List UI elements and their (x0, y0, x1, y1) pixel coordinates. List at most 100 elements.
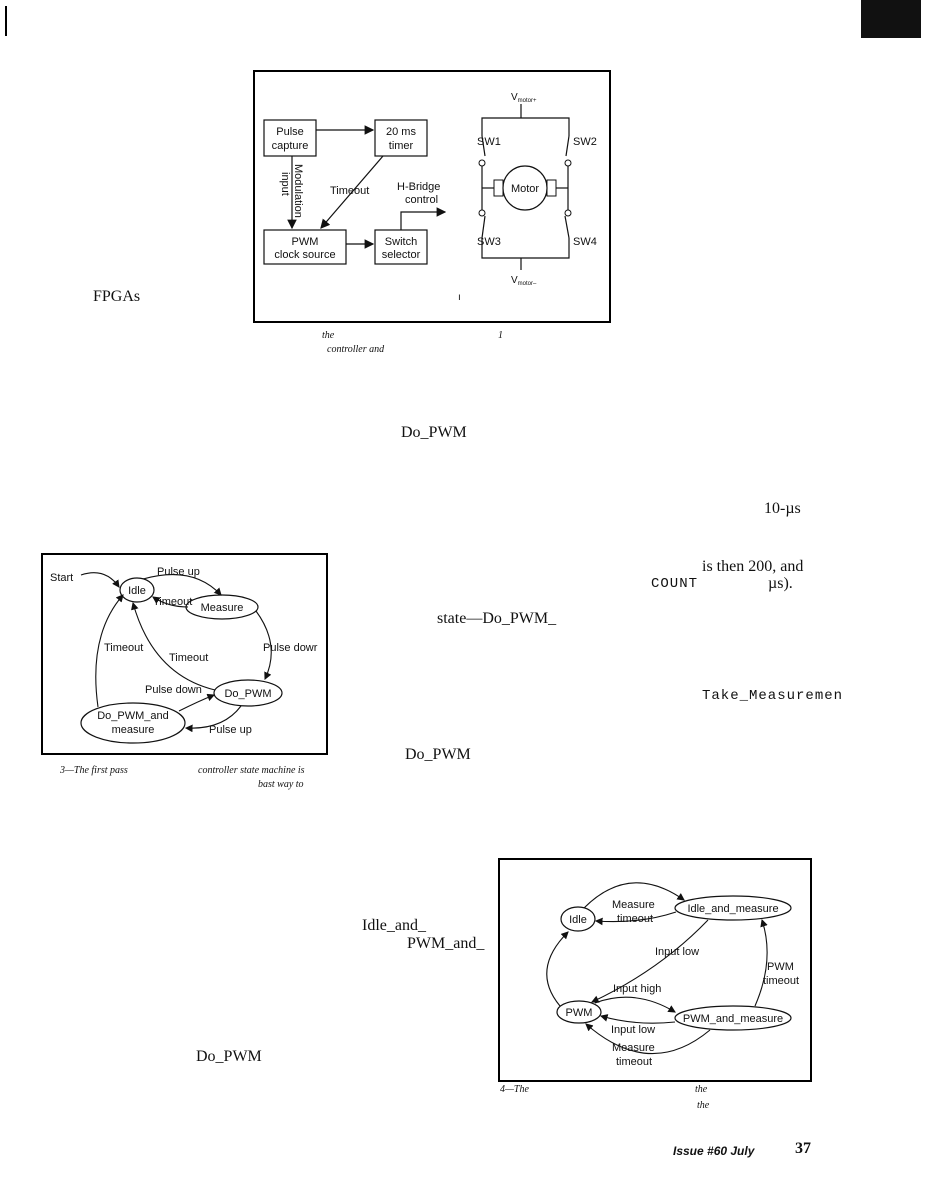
label-timeout-mid: Timeout (169, 652, 208, 664)
state-pwm (556, 1000, 602, 1024)
label-pwm-timeout-2: timeout (763, 975, 799, 987)
label-timeout-upper: Timeout (153, 596, 192, 608)
state-do-pwm-and-measure (80, 702, 186, 744)
timer-line2: timer (389, 140, 414, 152)
switch-selector-line1: Switch (385, 236, 417, 248)
label-dpm-line1: Do_PWM_and (97, 710, 169, 722)
label-idle: Idle (569, 914, 587, 926)
text-us-close: µs). (768, 575, 793, 592)
switch-selector-box (374, 229, 428, 265)
stray-tick: ı (458, 292, 461, 303)
pwm-clock-line1: PWM (292, 236, 319, 248)
text-fpgas: FPGAs (93, 288, 141, 305)
pulse-capture-line2: capture (272, 140, 309, 152)
label-pwm-timeout-1: PWM (767, 961, 794, 973)
corner-thumbnail (861, 0, 921, 38)
pulse-capture-line1: Pulse (276, 126, 304, 138)
modulation-label: Modulation (292, 164, 304, 218)
figure-1-frame: Pulse capture 20 ms timer PWM clock sour… (253, 70, 611, 323)
margin-rule (5, 6, 7, 36)
fig1-caption-frag3: controller and (327, 344, 385, 355)
label-pwm-and-measure: PWM_and_measure (683, 1013, 783, 1025)
timer-line1: 20 ms (386, 126, 416, 138)
label-dpm-line2: measure (112, 724, 155, 736)
label-pulse-down-bottom: Pulse down (145, 684, 202, 696)
footer-issue: Issue #60 July (673, 1144, 755, 1158)
sw1-blade (481, 135, 486, 157)
label-input-high: Input high (613, 983, 661, 995)
fig4-caption-part2: the (695, 1084, 708, 1095)
label-pulse-up-bottom: Pulse up (209, 724, 252, 736)
fig3-caption-part3: bast way to (258, 779, 304, 790)
sw3-blade (481, 215, 486, 239)
label-measure-timeout-bottom-2: timeout (616, 1056, 652, 1068)
text-10us: 10-µs (764, 500, 801, 517)
sw2-contact (564, 159, 572, 167)
text-state-do-pwm: state—Do_PWM_ (437, 610, 557, 627)
label-pulse-up-top: Pulse up (157, 566, 200, 578)
vmotor-minus-label: Vmotor– (511, 275, 537, 287)
label-measure-timeout-top-1: Measure (612, 899, 655, 911)
label-timeout-left: Timeout (104, 642, 143, 654)
label-do-pwm: Do_PWM (224, 688, 271, 700)
sw2-blade (565, 135, 570, 157)
label-input-low-bottom: Input low (611, 1024, 655, 1036)
label-idle-and-measure: Idle_and_measure (687, 903, 778, 915)
text-pwm-and: PWM_and_ (407, 935, 485, 952)
label-start: Start (50, 572, 73, 584)
text-take-measurement: Take_Measuremen (702, 688, 844, 704)
timeout-label: Timeout (330, 185, 369, 197)
bottom-rail (481, 238, 570, 259)
label-pulse-down-right: Pulse dowr (263, 642, 318, 654)
sw3-label: SW3 (477, 236, 501, 248)
hbridge-label-1: H-Bridge (397, 181, 440, 193)
state-idle-and-measure (674, 895, 792, 921)
arrow-timer-to-pwm (320, 155, 384, 229)
hbridge-label-2: control (405, 194, 438, 206)
page-number: 37 (795, 1140, 811, 1157)
state-pwm-and-measure (674, 1005, 792, 1031)
fig1-caption-frag1: the (322, 330, 335, 341)
figure-3-frame: Idle Measure Do_PWM Do_PWM_and measure S… (41, 553, 328, 755)
label-idle: Idle (128, 585, 146, 597)
switch-selector-line2: selector (382, 249, 421, 261)
pwm-clock-box (263, 229, 347, 265)
figure-1-diagram: Pulse capture 20 ms timer PWM clock sour… (263, 92, 597, 303)
sw3-contact (478, 209, 486, 217)
pulse-capture-box (263, 119, 317, 157)
figure-4-frame: Idle Idle_and_measure PWM PWM_and_measur… (498, 858, 812, 1082)
label-input-low-diag: Input low (655, 946, 699, 958)
label-pwm: PWM (566, 1007, 593, 1019)
sw4-blade (564, 215, 570, 239)
sw1-label: SW1 (477, 136, 501, 148)
fig3-caption-part1: 3—The first pass (60, 765, 128, 776)
text-count: COUNT (651, 576, 699, 592)
motor-symbol (502, 165, 548, 211)
state-do-pwm (213, 679, 283, 707)
pwm-clock-line2: clock source (274, 249, 335, 261)
figure-3-diagram: Idle Measure Do_PWM Do_PWM_and measure S… (50, 566, 318, 744)
text-idle-and: Idle_and_ (362, 917, 426, 934)
fig4-caption-part1: 4—The (500, 1084, 529, 1095)
fig3-caption-part2: controller state machine is (198, 765, 305, 776)
vmotor-plus-label: Vmotor+ (511, 92, 537, 104)
sw4-contact (564, 209, 572, 217)
text-do-pwm-2: Do_PWM (405, 746, 471, 763)
sw4-label: SW4 (573, 236, 597, 248)
motor-brush-right (546, 179, 557, 197)
text-do-pwm-1: Do_PWM (401, 424, 467, 441)
text-is-then: is then 200, and (702, 558, 804, 575)
timer-box (374, 119, 428, 157)
figure-4-diagram: Idle Idle_and_measure PWM PWM_and_measur… (546, 882, 799, 1068)
top-rail (481, 117, 570, 136)
fig1-caption-frag2: 1 (498, 330, 503, 341)
label-measure-timeout-bottom-1: Measure (612, 1042, 655, 1054)
motor-brush-left (493, 179, 504, 197)
motor-label: Motor (511, 183, 539, 195)
fig4-caption-part3: the (697, 1100, 710, 1111)
sw2-label: SW2 (573, 136, 597, 148)
label-measure-timeout-top-2: timeout (617, 913, 653, 925)
arrow-switch-to-hbridge (400, 207, 447, 230)
sw1-contact (478, 159, 486, 167)
input-label: input (279, 172, 291, 196)
